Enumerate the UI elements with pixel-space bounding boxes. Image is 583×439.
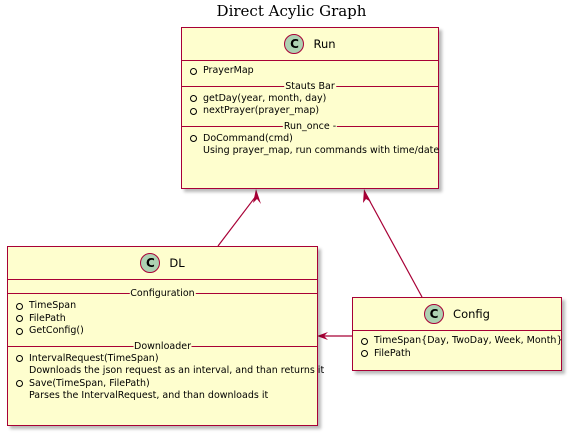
- method-note: Downloads the json request as an interva…: [29, 365, 325, 376]
- class-name: Run: [313, 37, 336, 51]
- method-row: DoCommand(cmd): [190, 133, 438, 146]
- section-divider: Configuration: [8, 287, 317, 300]
- field-row: TimeSpan: [16, 300, 317, 313]
- class-name: Config: [453, 307, 490, 321]
- field-row: TimeSpan{Day, TwoDay, Week, Month}: [361, 335, 563, 348]
- field-row: FilePath: [16, 313, 317, 326]
- field-row: FilePath: [361, 348, 561, 361]
- method-row: Save(TimeSpan, FilePath): [16, 378, 317, 391]
- config-to-run-edge: [366, 195, 423, 298]
- section-divider: Stauts Bar: [182, 79, 438, 93]
- public-icon: [16, 380, 23, 388]
- public-icon: [190, 107, 197, 115]
- class-c-icon: C: [284, 34, 305, 54]
- config-to-dl-arrowhead: [317, 332, 328, 340]
- class-c-icon: C: [424, 304, 445, 324]
- public-icon: [190, 135, 197, 143]
- diagram-title: Direct Acylic Graph: [216, 2, 367, 20]
- class-config: C Config TimeSpan{Day, TwoDay, Week, Mon…: [352, 297, 563, 371]
- class-dl: C DL Configuration TimeSpan FilePath Get…: [7, 246, 325, 426]
- class-c-icon: C: [140, 253, 161, 273]
- public-icon: [361, 350, 368, 358]
- dl-to-run-edge: [217, 195, 257, 247]
- class-run: C Run PrayerMap Stauts Bar getDay(year, …: [181, 27, 439, 189]
- field-row: PrayerMap: [190, 65, 438, 78]
- method-row: IntervalRequest(TimeSpan): [16, 353, 317, 366]
- method-note: Using prayer_map, run commands with time…: [203, 145, 440, 156]
- config-to-run-arrowhead: [363, 189, 371, 203]
- class-name: DL: [169, 256, 185, 270]
- public-icon: [16, 315, 23, 323]
- public-icon: [190, 67, 197, 75]
- dl-to-run-arrowhead: [253, 189, 261, 204]
- section-divider: Run_once -: [182, 119, 438, 133]
- method-note: Parses the IntervalRequest, and than dow…: [29, 390, 269, 401]
- public-icon: [16, 302, 23, 310]
- method-row: GetConfig(): [16, 325, 317, 338]
- public-icon: [16, 327, 23, 335]
- public-icon: [16, 355, 23, 363]
- public-icon: [190, 95, 197, 103]
- public-icon: [361, 337, 368, 345]
- method-row: getDay(year, month, day): [190, 93, 438, 106]
- method-row: nextPrayer(prayer_map): [190, 105, 438, 118]
- section-divider: Downloader: [8, 339, 317, 353]
